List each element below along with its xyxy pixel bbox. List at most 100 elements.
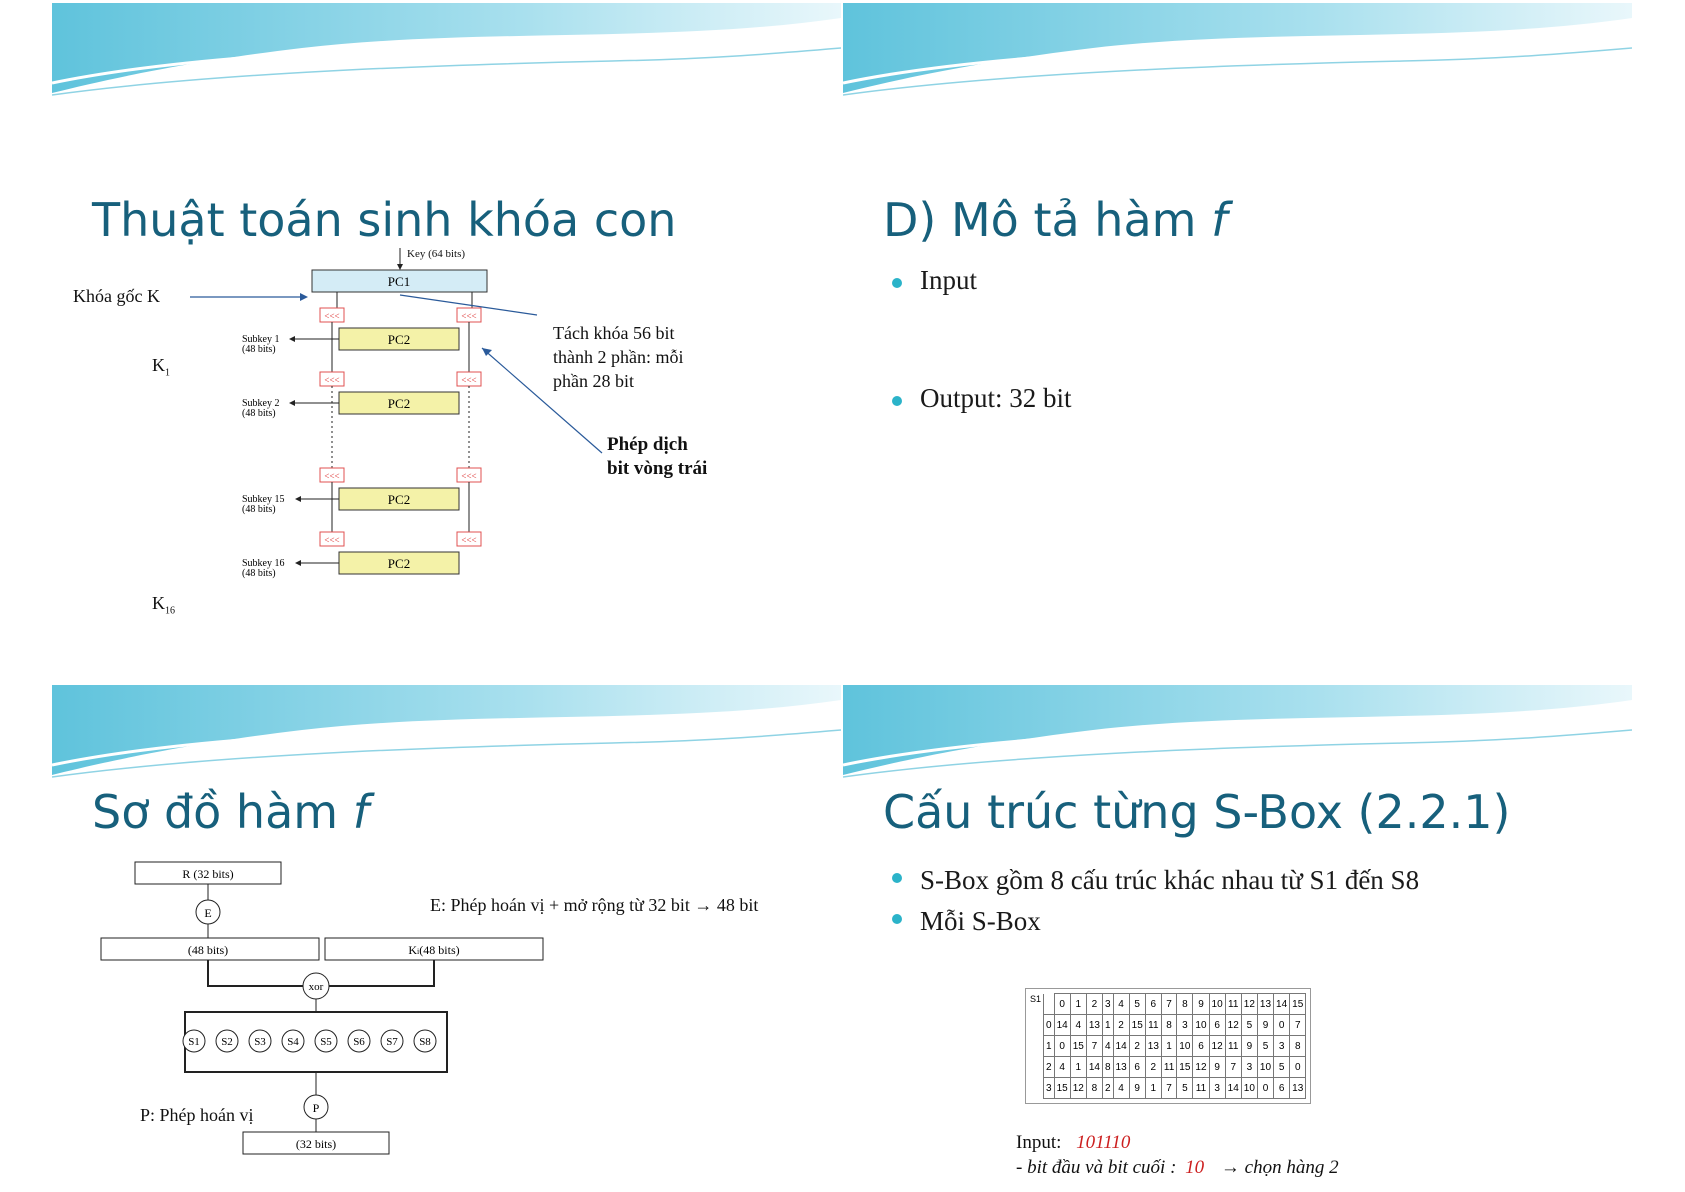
sbox-cell: 7 <box>1289 1014 1307 1036</box>
subkey-diagram: Key (64 bits) PC1 <<< <<< PC2 Subkey 1 (… <box>217 246 567 618</box>
sbox-cell: 10 <box>1240 1077 1258 1099</box>
sbox-cell: 13 <box>1085 1014 1103 1036</box>
sbox-s5 <box>314 1029 338 1053</box>
bullet-list: Input <box>888 265 977 296</box>
bullet-list: S-Box gồm 8 cấu trúc khác nhau từ S1 đến… <box>888 860 1419 942</box>
sbox-row-header: 3 <box>1043 1077 1055 1099</box>
output-32-box <box>242 1131 390 1155</box>
sbox-cell: 14 <box>1112 1035 1130 1057</box>
svg-text:<<<: <<< <box>324 375 339 385</box>
sbox-col-header: 5 <box>1128 993 1146 1015</box>
sbox-cell: 7 <box>1160 1077 1178 1099</box>
wave-header <box>843 3 1632 96</box>
svg-text:S7: S7 <box>386 1036 398 1048</box>
sbox-col-header: 2 <box>1085 993 1103 1015</box>
sbox-col-header: 14 <box>1273 993 1291 1015</box>
sbox-cell: 15 <box>1176 1056 1194 1078</box>
sbox-s2 <box>215 1029 239 1053</box>
sbox-cell: 6 <box>1128 1056 1146 1078</box>
sbox-cell: 8 <box>1085 1077 1103 1099</box>
sbox-cell: 2 <box>1112 1014 1130 1036</box>
sbox-s1 <box>182 1029 206 1053</box>
sbox-col-header: 13 <box>1256 993 1275 1015</box>
svg-text:<<<: <<< <box>461 375 476 385</box>
svg-text:E: E <box>204 906 211 920</box>
slide-title: Cấu trúc từng S-Box (2.2.1) <box>883 785 1511 839</box>
sbox-col-header: 6 <box>1144 993 1162 1015</box>
svg-text:(48 bits): (48 bits) <box>242 408 276 419</box>
sbox-cell: 4 <box>1069 1014 1087 1036</box>
svg-text:Ki(48 bits): Ki(48 bits) <box>408 943 459 957</box>
sbox-cell: 0 <box>1273 1014 1291 1036</box>
svg-text:PC2: PC2 <box>388 556 410 571</box>
svg-text:PC2: PC2 <box>388 396 410 411</box>
bullet-input: Input <box>888 265 977 296</box>
root-key-label: Khóa gốc K <box>73 286 160 306</box>
sbox-col-header: 0 <box>1053 993 1071 1015</box>
sbox-cell: 4 <box>1101 1035 1114 1057</box>
sbox-cell: 3 <box>1273 1035 1291 1057</box>
svg-text:S6: S6 <box>353 1036 365 1048</box>
svg-text:<<<: <<< <box>461 311 476 321</box>
sbox-row-header: 0 <box>1043 1014 1055 1036</box>
sbox-cell: 14 <box>1053 1014 1071 1036</box>
sbox-s8 <box>413 1029 437 1053</box>
sbox-cell: 4 <box>1112 1077 1130 1099</box>
sbox-cell: 10 <box>1256 1056 1275 1078</box>
sbox-cell: 12 <box>1208 1035 1226 1057</box>
sbox-cell: 9 <box>1256 1014 1275 1036</box>
sbox-cell: 7 <box>1224 1056 1242 1078</box>
sbox-cell: 5 <box>1240 1014 1258 1036</box>
svg-text:(48 bits): (48 bits) <box>188 943 228 957</box>
bullet-each-sbox: Mỗi S-Box <box>888 901 1419 942</box>
svg-text:P: P <box>313 1101 320 1115</box>
sbox-s4 <box>281 1029 305 1053</box>
svg-text:Subkey 1: Subkey 1 <box>242 334 280 345</box>
sbox-cell: 6 <box>1192 1035 1210 1057</box>
key-64-label: Key (64 bits) <box>407 248 465 260</box>
sbox-cell: 9 <box>1208 1056 1226 1078</box>
sbox-col-header: 9 <box>1192 993 1210 1015</box>
svg-text:(48 bits): (48 bits) <box>242 568 276 579</box>
svg-text:Subkey 15: Subkey 15 <box>242 494 285 505</box>
svg-text:<<<: <<< <box>324 535 339 545</box>
first-last-bit-line: - bit đầu và bit cuối : 10 → chọn hàng 2 <box>1016 1157 1339 1178</box>
sbox-cell: 13 <box>1144 1035 1162 1057</box>
sbox-col-header: 8 <box>1176 993 1194 1015</box>
svg-text:S8: S8 <box>419 1036 431 1048</box>
svg-text:<<<: <<< <box>324 471 339 481</box>
bullet-output: Output: 32 bit <box>888 383 1072 414</box>
sbox-col-header: 3 <box>1101 993 1114 1015</box>
sbox-cell: 5 <box>1273 1056 1291 1078</box>
annotation-arrows <box>190 293 603 454</box>
sbox-col-header: 15 <box>1289 993 1307 1015</box>
sbox-cell: 9 <box>1240 1035 1258 1057</box>
sbox-cell: 2 <box>1101 1077 1114 1099</box>
e-note: E: Phép hoán vị + mở rộng từ 32 bit → 48… <box>430 895 759 915</box>
sbox-cell: 15 <box>1069 1035 1087 1057</box>
sbox-cell: 11 <box>1160 1056 1178 1078</box>
slide-f-description: D) Mô tả hàm f Input Output: 32 bit <box>843 3 1632 681</box>
slide-title: Sơ đồ hàm f <box>92 785 369 839</box>
sbox-cell: 6 <box>1273 1077 1291 1099</box>
sbox-cell: 15 <box>1128 1014 1146 1036</box>
svg-text:<<<: <<< <box>461 471 476 481</box>
round-2: <<< <<< PC2 Subkey 2 (48 bits) <box>242 371 482 419</box>
svg-text:xor: xor <box>309 981 324 993</box>
pc1-box <box>311 269 488 293</box>
wave-header <box>52 3 841 96</box>
svg-text:Subkey 2: Subkey 2 <box>242 398 280 409</box>
round-15: <<< <<< PC2 Subkey 15 (48 bits) <box>242 467 482 515</box>
slide-title: D) Mô tả hàm f <box>883 193 1228 247</box>
sbox-s7 <box>380 1029 404 1053</box>
sbox-cell: 0 <box>1289 1056 1307 1078</box>
sbox-cell: 3 <box>1240 1056 1258 1078</box>
sbox-cell: 1 <box>1069 1056 1087 1078</box>
sbox-cell: 1 <box>1144 1077 1162 1099</box>
svg-text:PC2: PC2 <box>388 332 410 347</box>
